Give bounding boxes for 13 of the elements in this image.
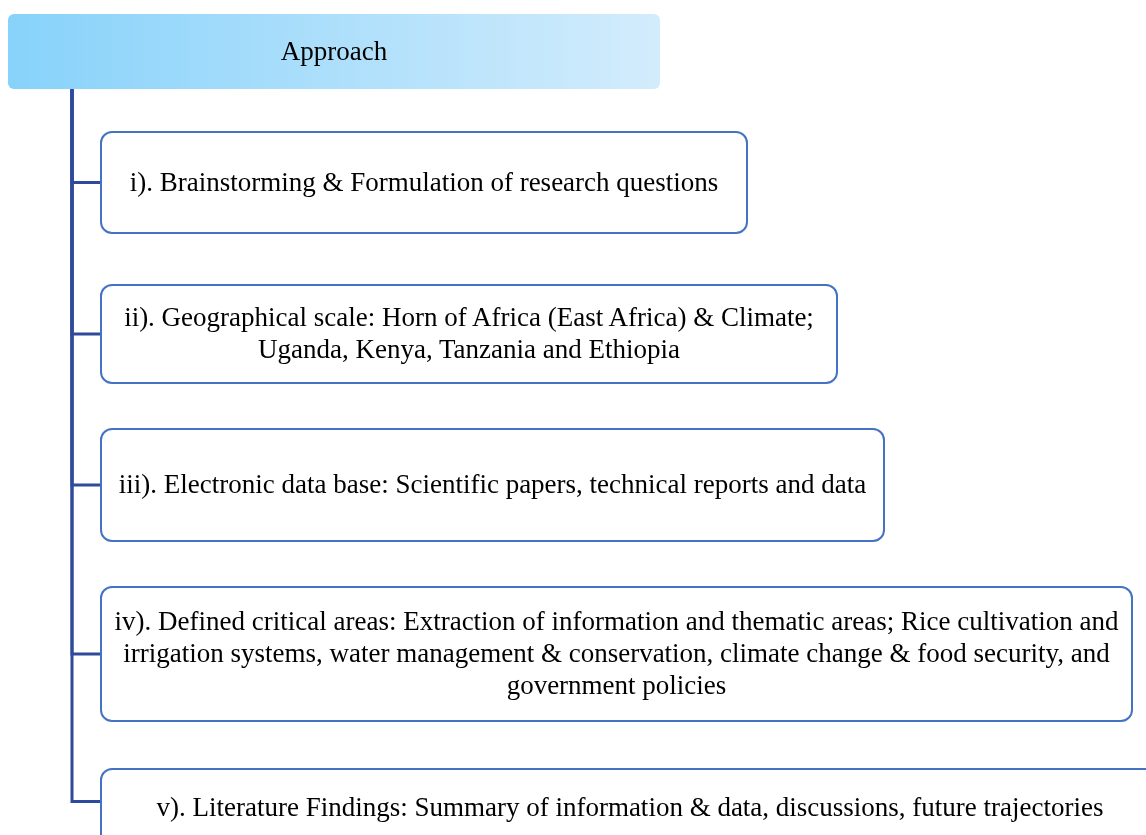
process-box [100,131,748,234]
box-text: Approach [280,35,388,68]
box-text: i). Brainstorming & Formulation of research questions [129,166,719,199]
box-text: iii). Electronic data base: Scientific papers, technical reports and data [118,469,867,501]
process-box [100,284,838,384]
box-text: ii). Geographical scale: Horn of Africa (East Africa) & Climate; Uganda, Kenya, Tanzania and Ethiopia [123,302,815,366]
header-box [8,14,660,89]
box-text: v). Literature Findings: Summary of information & data, discussions, future trajectories [156,792,1104,824]
process-box [100,586,1133,722]
process-box [100,768,1146,835]
process-box [100,428,885,542]
connector-line [70,89,100,803]
box-text: iv). Defined critical areas: Extraction of information and thematic areas; Rice cultivation and irrigation systems, water management & conservation, climate change & food security, and government policies [114,606,1119,702]
